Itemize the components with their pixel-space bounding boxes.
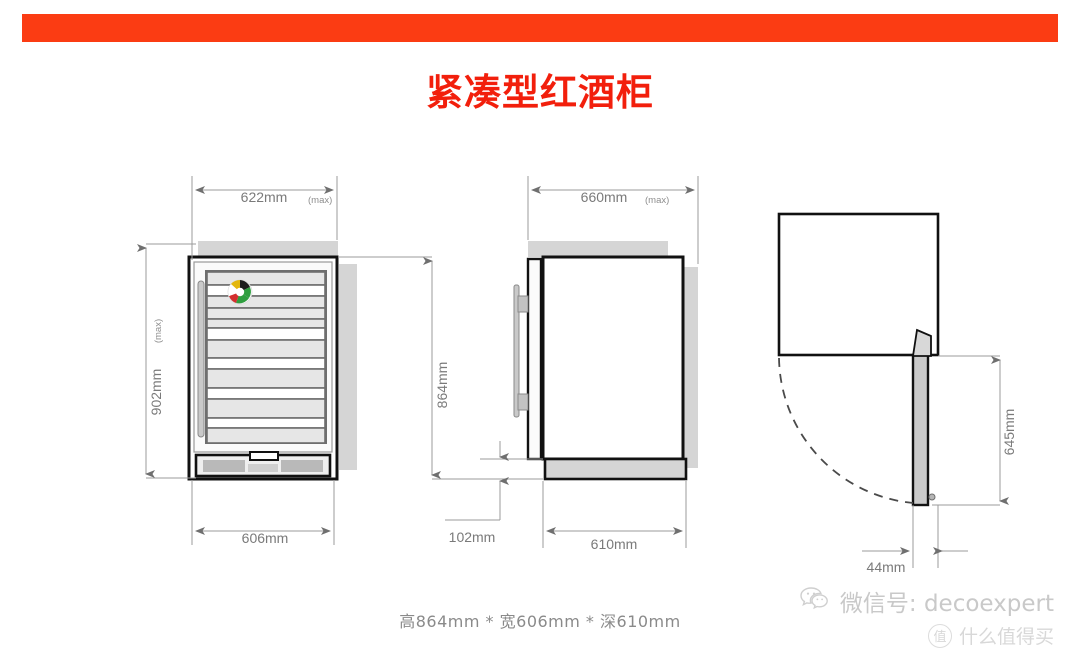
front-shelf (206, 327, 326, 341)
dim-label-44: 44mm (867, 559, 906, 575)
front-shelf (206, 417, 326, 429)
top-plan-door-swing-view (777, 212, 940, 507)
front-grille-left (203, 460, 245, 472)
page-title: 紧凑型红酒柜 (426, 71, 654, 114)
plan-door-knob (928, 493, 936, 501)
front-grille-right (281, 460, 323, 472)
wechat-id-text: 微信号: decoexpert (839, 591, 1054, 617)
dim-label-610: 610mm (591, 536, 638, 552)
front-shelf (206, 307, 326, 320)
front-shelf (206, 284, 326, 297)
dim-label-102: 102mm (449, 529, 496, 545)
dim-label-902: 902mm (148, 369, 164, 416)
dim-label-645: 645mm (1001, 409, 1017, 456)
dim-suffix-902: (max) (153, 319, 164, 343)
plan-hinge-detail (911, 328, 932, 357)
watermark-block: 微信号: decoexpert 值 什么值得买 (800, 584, 1054, 649)
front-elevation-view (187, 241, 357, 481)
dimension-summary-text: 高864mm * 宽606mm * 深610mm (399, 612, 681, 631)
dim-label-660: 660mm (581, 189, 628, 205)
side-elevation-view (513, 241, 698, 481)
side-dimension-group (338, 176, 699, 548)
dim-suffix-622: (max) (308, 195, 332, 206)
front-shelf (206, 271, 326, 286)
dim-label-606: 606mm (242, 530, 289, 546)
front-shelf (206, 339, 326, 359)
front-shelf (206, 398, 326, 419)
front-door-handle (197, 280, 205, 438)
side-handle-bracket-top (517, 295, 529, 313)
front-dimension-group (137, 176, 338, 545)
plan-dimension-group (862, 355, 1009, 568)
plan-open-door-leaf (911, 353, 930, 507)
zdm-watermark: 值 什么值得买 (800, 622, 1054, 649)
dim-suffix-660: (max) (645, 195, 669, 206)
zdm-label: 什么值得买 (958, 626, 1054, 648)
side-niche-top-panel (528, 241, 668, 257)
front-shelf (206, 368, 326, 389)
front-shelf (206, 387, 326, 400)
front-shelf (206, 427, 326, 444)
front-niche-right-panel (339, 264, 357, 470)
side-door-leaf (526, 257, 543, 461)
side-cabinet-body (541, 255, 685, 461)
plan-door-swing-arc (778, 357, 914, 504)
side-door-handle (513, 284, 520, 418)
zdm-badge-icon: 值 (927, 623, 952, 648)
wechat-icon (800, 586, 830, 616)
front-shelf (206, 318, 326, 329)
plan-cabinet-box (777, 212, 940, 357)
dim-label-864: 864mm (434, 362, 450, 409)
top-accent-bar (22, 14, 1058, 42)
front-shelf-group (206, 271, 326, 444)
front-grille-center (248, 464, 278, 472)
front-shelf (206, 357, 326, 370)
side-handle-bracket-bottom (517, 393, 529, 411)
front-niche-top-panel (198, 241, 338, 259)
front-lower-handle (249, 451, 279, 461)
front-shelf (206, 295, 326, 309)
side-plinth (543, 457, 688, 481)
energy-label-sticker (227, 279, 253, 305)
wechat-watermark: 微信号: decoexpert (800, 584, 1054, 618)
dim-label-622: 622mm (241, 189, 288, 205)
